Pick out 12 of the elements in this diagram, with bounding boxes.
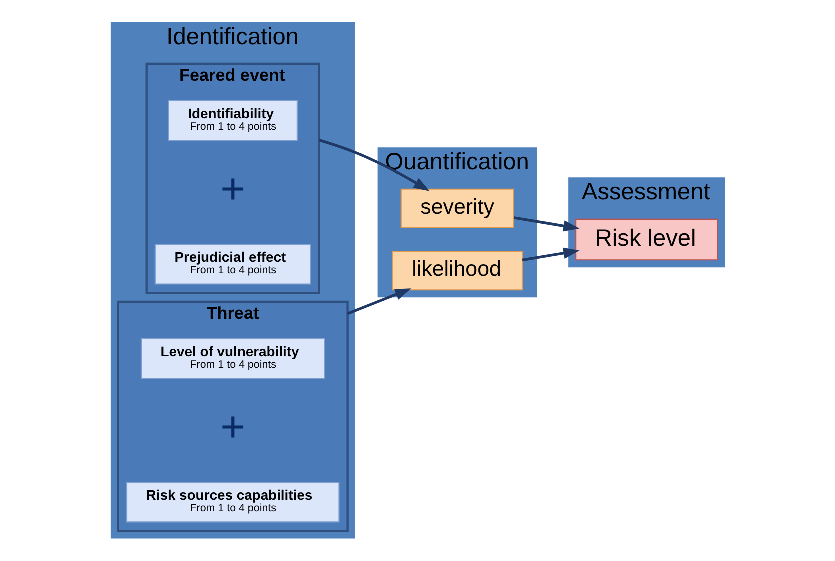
node-box: Prejudicial effect From 1 to 4 points: [154, 244, 311, 285]
label: +: [220, 403, 246, 452]
arrow: [346, 288, 411, 316]
arrow: [514, 216, 580, 232]
node-box: likelihood: [392, 251, 523, 291]
arrow: [318, 139, 430, 192]
node-box: Level of vulnerability From 1 to 4 points: [140, 338, 325, 380]
label: +: [220, 165, 246, 214]
node-box: severity: [400, 188, 514, 229]
node-box: Risk sources capabilities From 1 to 4 points: [126, 482, 340, 523]
node-box: Identifiability From 1 to 4 points: [168, 100, 298, 142]
node-box: Risk level: [575, 218, 718, 261]
